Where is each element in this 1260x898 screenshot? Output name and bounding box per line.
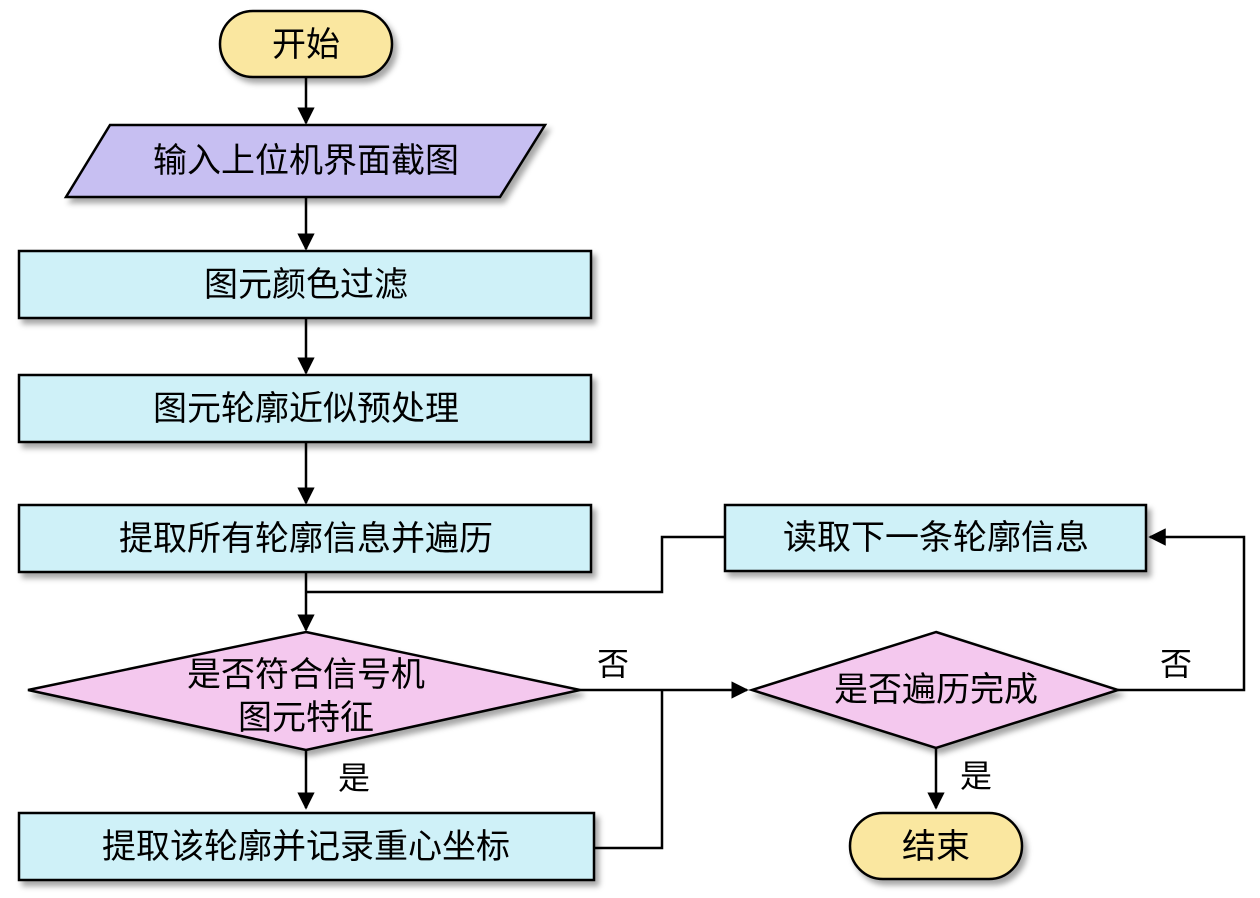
read-next-shape <box>723 503 1148 573</box>
node-input <box>63 123 548 199</box>
node-start <box>218 9 394 79</box>
node-read-next <box>723 503 1148 573</box>
edge-done-no-to-read-next <box>1118 528 1246 692</box>
color-filter-shape <box>17 249 593 320</box>
node-decision-done <box>747 630 1123 750</box>
edge-read-next-loop-back <box>306 535 725 594</box>
label-done-no: 否 <box>1160 645 1192 683</box>
edges <box>297 78 1246 850</box>
color-filter-label: 图元颜色过滤 <box>204 265 408 305</box>
decision-match-label-line2: 图元特征 <box>238 698 374 738</box>
decision-done-shape <box>747 630 1123 750</box>
input-label: 输入上位机界面截图 <box>153 141 459 181</box>
node-extract-record <box>17 811 596 882</box>
start-shape <box>218 9 394 79</box>
extract-traverse-shape <box>17 503 593 574</box>
contour-preprocess-shape <box>17 373 593 444</box>
contour-preprocess-label: 图元轮廓近似预处理 <box>153 389 459 429</box>
input-shape <box>63 123 548 199</box>
decision-done-label: 是否遍历完成 <box>834 670 1038 710</box>
node-end <box>848 811 1024 881</box>
end-label: 结束 <box>902 827 970 867</box>
node-decision-match <box>27 630 581 752</box>
extract-record-shape <box>17 811 596 882</box>
node-extract-traverse <box>17 503 593 574</box>
read-next-label: 读取下一条轮廓信息 <box>783 518 1089 558</box>
node-contour-preprocess <box>17 373 593 444</box>
extract-traverse-label: 提取所有轮廓信息并遍历 <box>119 519 493 559</box>
end-shape <box>848 811 1024 881</box>
decision-match-shape <box>27 630 581 752</box>
label-match-no: 否 <box>597 645 629 683</box>
node-color-filter <box>17 249 593 320</box>
decision-match-label-line1: 是否符合信号机 <box>187 655 425 695</box>
extract-record-label: 提取该轮廓并记录重心坐标 <box>102 827 510 867</box>
label-match-yes: 是 <box>338 759 370 797</box>
edge-record-to-done <box>594 690 664 850</box>
label-done-yes: 是 <box>960 757 992 795</box>
start-label: 开始 <box>272 25 340 65</box>
